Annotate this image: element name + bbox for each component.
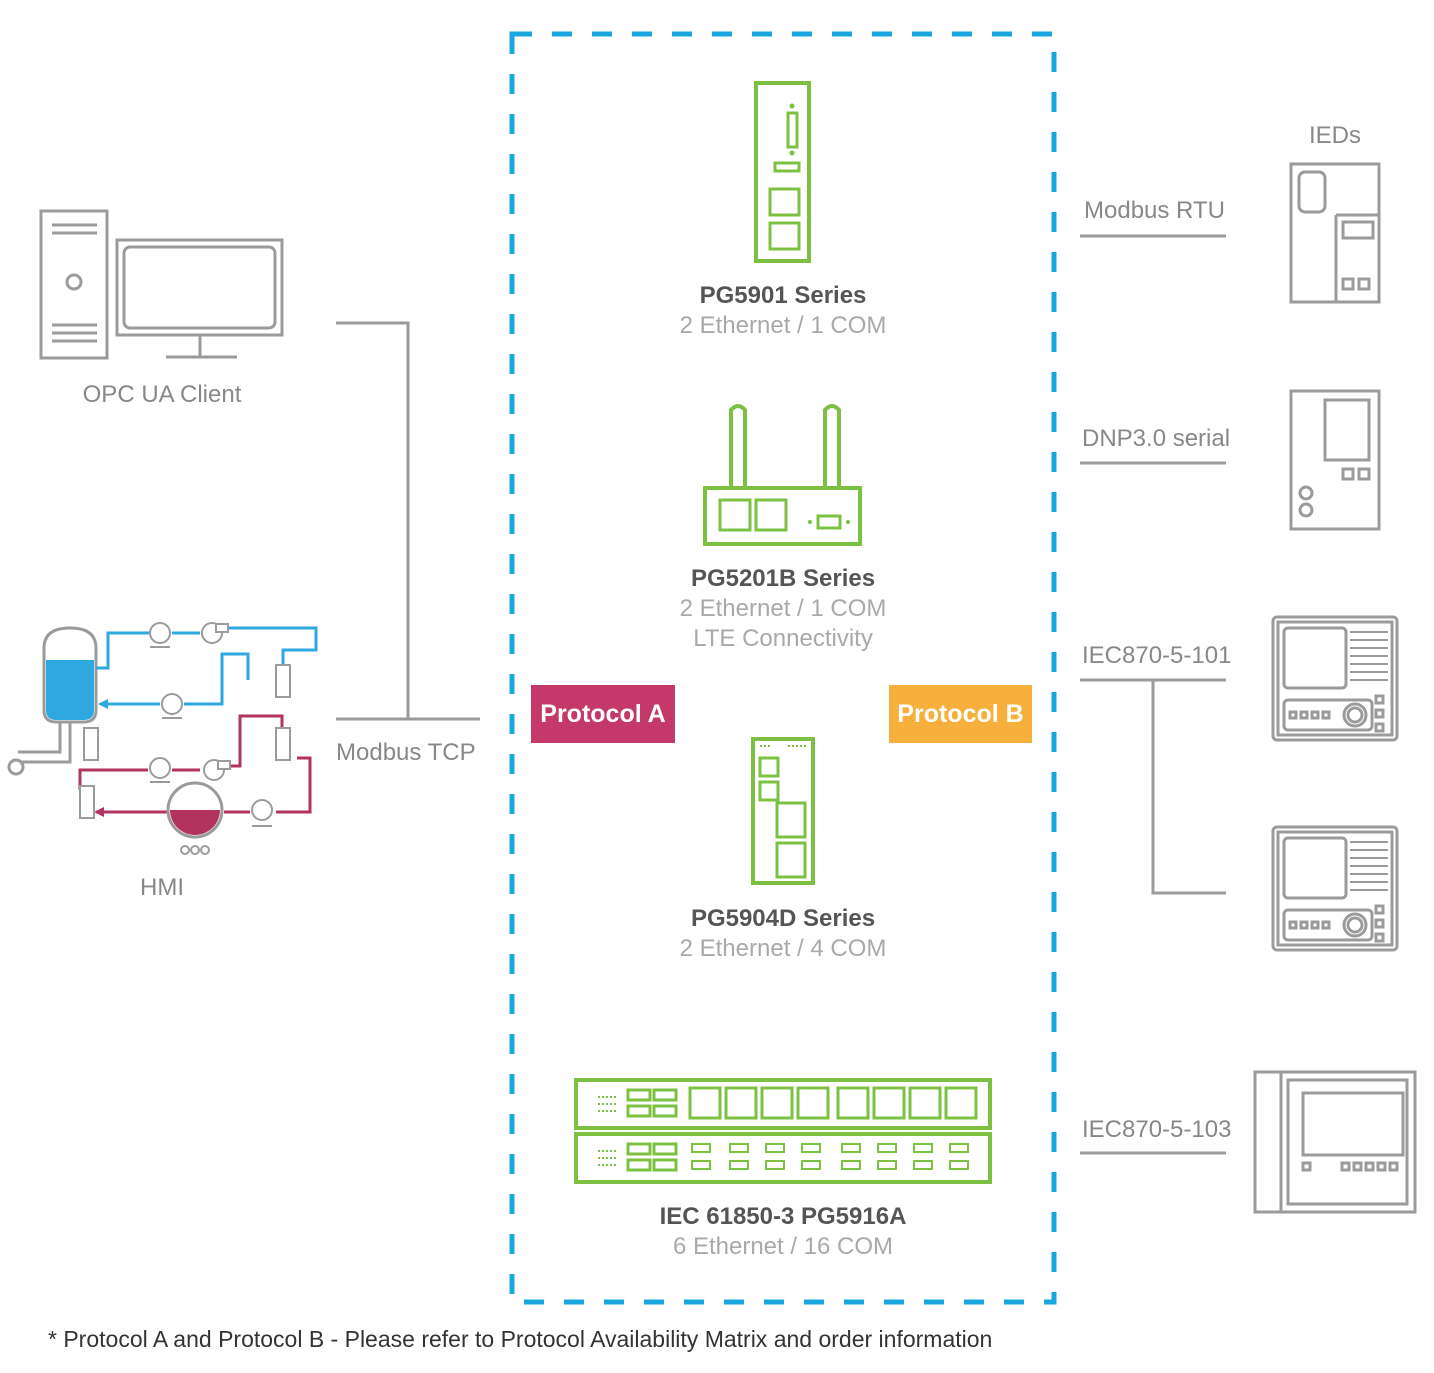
modbus-tcp-label: Modbus TCP	[336, 739, 476, 766]
device-name-pg5916a: IEC 61850-3 PG5916A	[659, 1203, 907, 1230]
device-name-pg5901: PG5901 Series	[699, 282, 867, 309]
ied-iec103-icon	[1253, 1070, 1417, 1214]
device-spec-pg5916a: 6 Ethernet / 16 COM	[672, 1233, 894, 1260]
link-label-iec101: IEC870-5-101	[1082, 642, 1232, 669]
device-name-pg5904d: PG5904D Series	[690, 905, 876, 932]
device-spec-pg5904d: 2 Ethernet / 4 COM	[679, 935, 887, 962]
ied-iec101-a-icon	[1271, 615, 1399, 742]
hmi-label: HMI	[140, 874, 184, 901]
pg5901-device-icon	[754, 81, 811, 263]
opc-client-label: OPC UA Client	[82, 381, 242, 408]
ied-modbus-icon	[1289, 162, 1381, 304]
link-label-dnp3: DNP3.0 serial	[1082, 425, 1231, 452]
protocol-a-badge: Protocol A	[531, 685, 675, 743]
device-spec-pg5201b: 2 Ethernet / 1 COM	[679, 595, 887, 622]
opc-client-computer-icon	[39, 209, 284, 360]
ied-links	[1080, 234, 1226, 1155]
ied-iec101-b-icon	[1271, 825, 1399, 952]
link-label-modbus-rtu: Modbus RTU	[1084, 197, 1225, 224]
pg5904d-device-icon	[751, 737, 815, 885]
pg5916a-device-icon	[574, 1078, 992, 1184]
protocol-b-badge: Protocol B	[889, 685, 1032, 743]
device-spec-pg5901: 2 Ethernet / 1 COM	[679, 312, 887, 339]
gateway-frame	[509, 31, 1057, 1305]
ied-dnp3-icon	[1289, 389, 1381, 531]
footnote: * Protocol A and Protocol B - Please ref…	[48, 1326, 993, 1352]
ieds-title: IEDs	[1308, 122, 1362, 149]
pg5201b-device-icon	[703, 404, 862, 546]
device-spec2-pg5201b: LTE Connectivity	[693, 625, 873, 652]
modbus-tcp-link	[336, 321, 480, 721]
device-name-pg5201b: PG5201B Series	[690, 565, 876, 592]
hmi-process-icon	[7, 622, 318, 855]
link-label-iec103: IEC870-5-103	[1082, 1116, 1232, 1143]
